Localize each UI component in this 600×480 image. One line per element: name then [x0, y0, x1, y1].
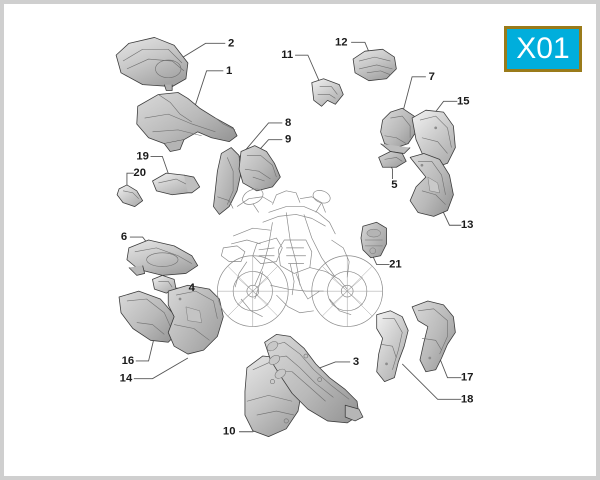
leader-line-20 [126, 172, 134, 187]
part-side-panel-right [238, 145, 281, 192]
callout-label-1: 1 [226, 65, 232, 77]
part-rider-seat [115, 37, 189, 91]
leader-line-18 [401, 363, 462, 400]
callout-label-21: 21 [389, 259, 402, 271]
part-motorcycle-assembly [217, 188, 383, 327]
callout-label-7: 7 [429, 71, 435, 83]
part-small-bracket-left [116, 184, 144, 207]
part-side-cowl-upper [411, 109, 456, 168]
callout-label-5: 5 [391, 179, 397, 191]
callout-label-18: 18 [461, 393, 474, 405]
callout-label-11: 11 [281, 49, 293, 61]
callout-label-6: 6 [121, 231, 127, 243]
leader-line-11 [295, 54, 323, 87]
part-small-bracket-right [152, 172, 201, 196]
callout-label-16: 16 [122, 355, 135, 367]
callout-label-3: 3 [353, 356, 359, 368]
leader-line-19 [150, 155, 171, 180]
part-radiator-shroud-right [411, 300, 456, 373]
part-side-panel-left [213, 147, 242, 215]
parts-group [115, 37, 456, 438]
part-upper-side-panel [126, 239, 199, 276]
callout-label-15: 15 [457, 95, 470, 107]
leader-line-13 [441, 208, 462, 226]
callout-label-12: 12 [335, 36, 348, 48]
part-exhaust-manifold [264, 334, 364, 424]
callout-label-20: 20 [133, 167, 146, 179]
leader-line-3 [314, 361, 351, 371]
part-air-duct-small [311, 78, 344, 107]
part-belly-pan [167, 284, 224, 355]
leader-line-14 [133, 357, 189, 380]
part-front-fender-upper [380, 107, 417, 154]
callout-label-13: 13 [461, 219, 474, 231]
leader-line-16 [135, 336, 155, 362]
callout-label-8: 8 [285, 117, 291, 129]
leader-line-7 [401, 76, 426, 115]
part-side-cowl-lower [409, 153, 454, 217]
sheet-code-badge: X01 [504, 26, 582, 72]
part-front-cowl-top [352, 48, 397, 82]
part-radiator-shroud-left [376, 310, 409, 382]
callout-label-10: 10 [223, 426, 236, 438]
callout-label-9: 9 [285, 134, 291, 146]
part-tail-fairing [136, 92, 238, 152]
callout-label-2: 2 [228, 37, 234, 49]
callout-label-14: 14 [120, 373, 133, 385]
sheet-code-label: X01 [516, 32, 570, 65]
callout-label-4: 4 [189, 282, 196, 294]
part-small-fin [378, 151, 407, 168]
part-mounting-bracket [360, 221, 387, 259]
callout-label-17: 17 [461, 372, 474, 384]
callout-label-19: 19 [136, 150, 149, 162]
leader-line-17 [439, 357, 462, 379]
leader-lines-group [126, 41, 462, 433]
